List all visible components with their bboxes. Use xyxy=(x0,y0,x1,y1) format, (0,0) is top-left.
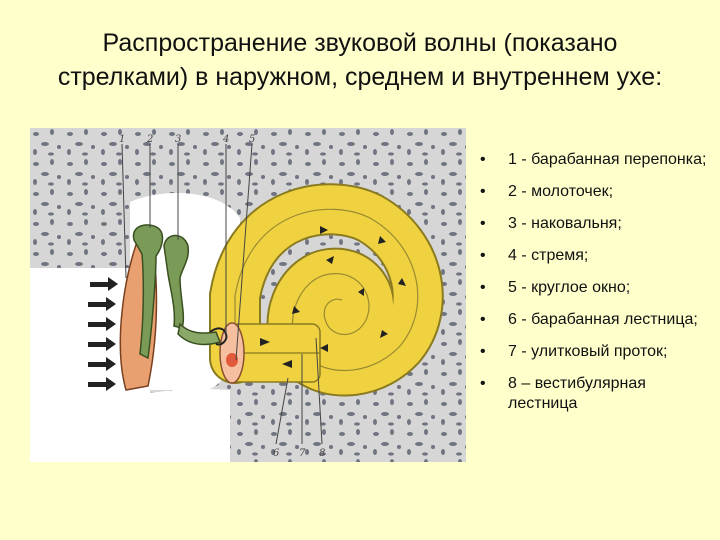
label-8: 8 xyxy=(319,448,325,459)
legend-item-text: 7 - улитковый проток; xyxy=(508,343,667,360)
label-4: 4 xyxy=(222,134,229,145)
legend-item: • 3 - наковальня; xyxy=(478,214,714,234)
bullet-icon: • xyxy=(480,374,486,394)
bullet-icon: • xyxy=(480,246,486,266)
label-3: 3 xyxy=(175,134,181,145)
slide-title: Распространение звуковой волны (показано… xyxy=(0,26,720,94)
label-5: 5 xyxy=(249,134,255,145)
label-6: 6 xyxy=(273,448,280,459)
cochlea xyxy=(220,209,418,383)
bullet-icon: • xyxy=(480,278,486,298)
legend-list: • 1 - барабанная перепонка; • 2 - молоточе… xyxy=(478,150,714,426)
label-1: 1 xyxy=(119,134,125,145)
legend-item: • 2 - молоточек; xyxy=(478,182,714,202)
legend-item: • 7 - улитковый проток; xyxy=(478,342,714,362)
bullet-icon: • xyxy=(480,310,486,330)
bullet-icon: • xyxy=(480,214,486,234)
legend-item-text: 5 - круглое окно; xyxy=(508,279,630,296)
title-line-2: стрелками) в наружном, среднем и внутрен… xyxy=(0,60,720,94)
legend-item: • 5 - круглое окно; xyxy=(478,278,714,298)
label-2: 2 xyxy=(146,134,153,145)
title-line-1: Распространение звуковой волны (показано xyxy=(0,26,720,60)
legend-item: • 4 - стремя; xyxy=(478,246,714,266)
legend-item-text: 8 – вестибулярная лестница xyxy=(508,375,646,412)
ear-diagram-svg: 1 2 3 4 5 6 7 8 xyxy=(30,128,466,462)
legend-item-text: 2 - молоточек; xyxy=(508,183,613,200)
label-7: 7 xyxy=(299,448,306,459)
bullet-icon: • xyxy=(480,150,486,170)
legend-item-text: 4 - стремя; xyxy=(508,247,588,264)
legend-item: • 6 - барабанная лестница; xyxy=(478,310,714,330)
legend-item: • 8 – вестибулярная лестница xyxy=(478,374,714,414)
bullet-icon: • xyxy=(480,342,486,362)
legend-item-text: 1 - барабанная перепонка; xyxy=(508,151,706,168)
legend-item: • 1 - барабанная перепонка; xyxy=(478,150,714,170)
legend-item-text: 6 - барабанная лестница; xyxy=(508,311,698,328)
legend-item-text: 3 - наковальня; xyxy=(508,215,622,232)
ear-diagram: 1 2 3 4 5 6 7 8 xyxy=(30,128,466,462)
bullet-icon: • xyxy=(480,182,486,202)
